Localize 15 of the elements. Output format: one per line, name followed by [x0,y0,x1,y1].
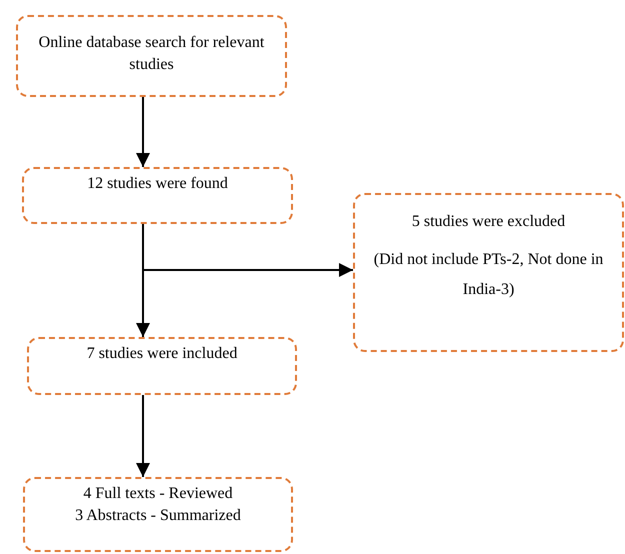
box-note: (Did not include PTs-2, Not done in India-3) [372,250,604,300]
arrow [136,395,150,477]
start-box [16,15,287,97]
box-heading: 7 studies were included [86,344,238,364]
result-box [23,477,293,552]
arrow [136,97,150,167]
arrow [142,224,353,277]
box-heading: 5 studies were excluded [412,212,566,232]
box-note: 3 Abstracts - Summarized [75,506,241,526]
exclusion-box [353,193,624,352]
box-heading: Online database search for relevant studies [38,33,266,75]
process-box [22,167,293,224]
box-heading: 4 Full texts - Reviewed [83,484,233,504]
box-heading: 12 studies were found [87,174,228,194]
process-box [27,337,297,395]
